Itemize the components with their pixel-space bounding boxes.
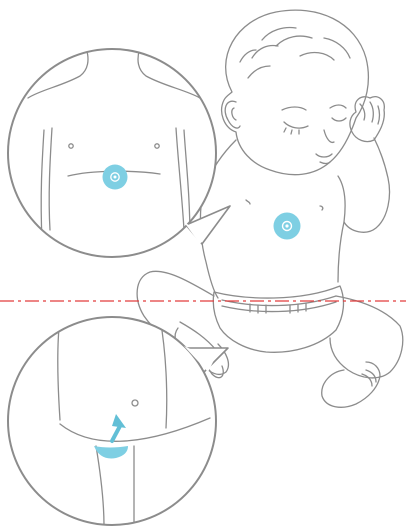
baby-right-leg	[330, 296, 403, 378]
baby-eye-right	[332, 118, 346, 121]
baby-nipple-left	[246, 200, 250, 204]
baby-right-foot	[322, 362, 380, 407]
chest-magnifier	[8, 48, 230, 257]
baby-nipple-right	[320, 206, 323, 210]
baby-mouth	[316, 154, 332, 157]
baby-diaper	[213, 286, 343, 352]
baby-head	[222, 10, 369, 175]
baby-hair	[240, 28, 350, 79]
chest-sensor-icon	[103, 165, 128, 190]
baby-raised-arm	[338, 138, 390, 232]
baby-eye-left	[284, 122, 308, 128]
baby-nose	[324, 130, 334, 142]
sensor-icon	[274, 213, 301, 240]
abdomen-magnifier	[8, 317, 228, 526]
